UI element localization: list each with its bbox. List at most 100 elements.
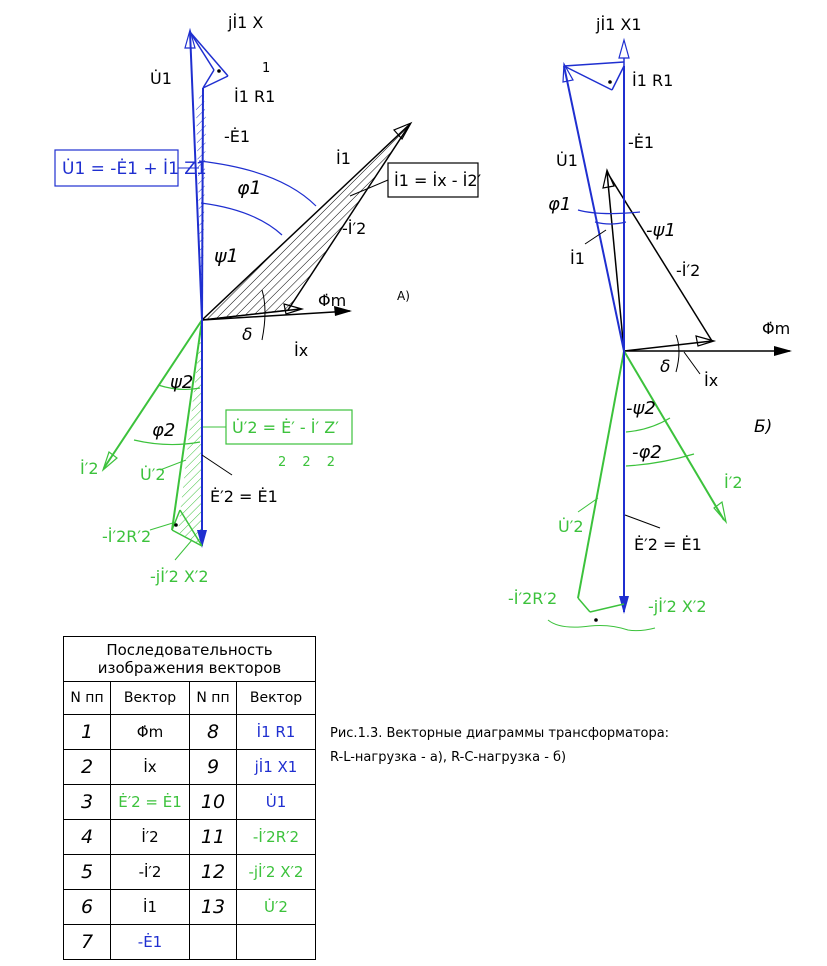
table-title-row: Последовательность изображения векторов bbox=[63, 636, 316, 682]
vector-sequence-table: Последовательность изображения векторов … bbox=[63, 636, 316, 960]
b-label-delta: δ bbox=[660, 357, 670, 377]
cell-vector: İ1 bbox=[110, 889, 190, 925]
b-i2r2-vector bbox=[577, 597, 591, 613]
label-phi2: φ2 bbox=[152, 420, 175, 441]
cell-n: 4 bbox=[63, 819, 111, 855]
col-header-vector-2: Вектор bbox=[236, 681, 316, 715]
u2-leader bbox=[159, 459, 187, 471]
b-label-e2-e1: Ė′2 = Ė1 bbox=[634, 535, 702, 554]
label-psi2: ψ2 bbox=[170, 372, 193, 393]
b-right-angle-dot-2 bbox=[594, 618, 598, 622]
b-minus-i2-vector bbox=[606, 171, 713, 342]
cell-vector: jİ1 X1 bbox=[236, 749, 316, 785]
minus-e1-vector bbox=[201, 87, 204, 321]
b-i2-arrowhead bbox=[713, 500, 728, 525]
i2-arrowhead bbox=[101, 451, 118, 472]
cell-n: 3 bbox=[63, 784, 111, 820]
formula-u1-box bbox=[54, 149, 179, 187]
label-ix: İx bbox=[294, 341, 308, 360]
b-label-i1: İ1 bbox=[570, 249, 585, 268]
table-row: 2 İx 9 jİ1 X1 bbox=[63, 749, 316, 785]
label-minus-e1: -Ė1 bbox=[224, 127, 250, 146]
b-u1-arrowhead bbox=[562, 61, 574, 83]
ji1x1-back bbox=[189, 31, 215, 71]
label-minus-i2: -İ′2 bbox=[342, 219, 366, 238]
label-i2: İ′2 bbox=[80, 459, 99, 478]
b-label-minus-psi1: -ψ1 bbox=[646, 220, 676, 241]
table-title: Последовательность изображения векторов bbox=[63, 636, 316, 682]
b-u2-leader bbox=[577, 497, 599, 513]
b-label-minus-e1: -Ė1 bbox=[628, 133, 654, 152]
delta-arc bbox=[261, 289, 266, 341]
table-header-row: N пп Вектор N пп Вектор bbox=[63, 681, 316, 715]
b-ji1x1-arrowhead bbox=[618, 37, 630, 59]
cell-n: 12 bbox=[189, 854, 237, 890]
table-row: 7 -Ė1 bbox=[63, 924, 316, 960]
u2-vector bbox=[171, 319, 203, 531]
b-label-i2: İ′2 bbox=[724, 473, 743, 492]
caption-line2: R-L-нагрузка - а), R-C-нагрузка - б) bbox=[330, 750, 567, 765]
label-ji1x: jİ1 X bbox=[227, 13, 263, 32]
label-ji1x-sub: 1 bbox=[262, 61, 270, 76]
phim-arrowhead bbox=[334, 306, 352, 316]
cell-vector: Ė′2 = Ė1 bbox=[110, 784, 190, 820]
b-label-minus-phi2: -φ2 bbox=[632, 442, 662, 463]
b-brace bbox=[547, 619, 656, 632]
right-angle-dot-a2 bbox=[174, 523, 178, 527]
label-minus-ji2x2: -jİ′2 X′2 bbox=[150, 567, 209, 586]
b-mpsi2-arc bbox=[625, 417, 671, 433]
cell-vector: U̇′2 bbox=[236, 889, 316, 925]
cell-n: 8 bbox=[189, 714, 237, 750]
label-psi1: ψ1 bbox=[214, 245, 239, 267]
b-i2-vector bbox=[623, 350, 725, 521]
label-diagram-a-mark: А) bbox=[397, 289, 410, 303]
b-i1-vector bbox=[606, 171, 625, 352]
right-angle-dot-a1 bbox=[217, 69, 221, 73]
label-u2: U̇′2 bbox=[140, 465, 166, 484]
minus-i2-base bbox=[201, 309, 289, 321]
b-ji2x2-vector bbox=[589, 603, 625, 613]
cell-vector bbox=[236, 924, 316, 960]
b-i1r1-vector bbox=[611, 65, 625, 91]
b-label-u1: U̇1 bbox=[556, 151, 578, 170]
table-title-line1: Последовательность bbox=[106, 641, 273, 659]
ix-arrowhead bbox=[283, 303, 305, 315]
label-i1: İ1 bbox=[336, 149, 351, 168]
phi1-arc bbox=[198, 160, 317, 207]
b-label-i1r1: İ1 R1 bbox=[632, 71, 673, 90]
col-header-n-1: N пп bbox=[63, 681, 111, 715]
b-e2-leader bbox=[624, 514, 661, 529]
cell-vector: U̇1 bbox=[236, 784, 316, 820]
b-u2-vector bbox=[577, 350, 625, 599]
b-label-minus-i2r2: -İ′2R′2 bbox=[508, 589, 557, 608]
cell-n: 6 bbox=[63, 889, 111, 925]
minus-i2-vector bbox=[287, 123, 411, 311]
u2-close bbox=[171, 529, 203, 547]
i1-arrowhead bbox=[392, 121, 413, 141]
cell-n: 5 bbox=[63, 854, 111, 890]
diagram-b: jİ1 X1 İ1 R1 U̇1 -Ė1 φ1 -ψ1 İ1 -İ′2 Φ̇m … bbox=[508, 15, 792, 632]
b-ix-arrowhead bbox=[695, 335, 717, 347]
i1r1-back bbox=[202, 69, 215, 89]
b-e2-arrowhead bbox=[619, 596, 629, 614]
cell-vector: İx bbox=[110, 749, 190, 785]
i2r2-vector bbox=[171, 509, 181, 531]
cell-n bbox=[189, 924, 237, 960]
psi1-arc bbox=[200, 202, 283, 236]
b-label-u2: U̇′2 bbox=[558, 517, 584, 536]
b-label-minus-i2: -İ′2 bbox=[676, 261, 700, 280]
cell-n: 1 bbox=[63, 714, 111, 750]
i1r1-vector bbox=[202, 75, 229, 89]
cell-n: 10 bbox=[189, 784, 237, 820]
b-mphi2-arc bbox=[625, 453, 695, 467]
cell-n: 7 bbox=[63, 924, 111, 960]
cell-n: 9 bbox=[189, 749, 237, 785]
cell-vector: -Ė1 bbox=[110, 924, 190, 960]
label-i1r1: İ1 R1 bbox=[234, 87, 275, 106]
voltage2-strip-hatch bbox=[178, 320, 202, 546]
col-header-vector-1: Вектор bbox=[110, 681, 190, 715]
diagram-a: U̇1 = -Ė1 + İ1 Z1 İ1 = İx - İ2′ U̇′2 = Ė… bbox=[54, 13, 482, 586]
phim-vector bbox=[201, 310, 351, 321]
b-ix-leader bbox=[683, 351, 701, 375]
